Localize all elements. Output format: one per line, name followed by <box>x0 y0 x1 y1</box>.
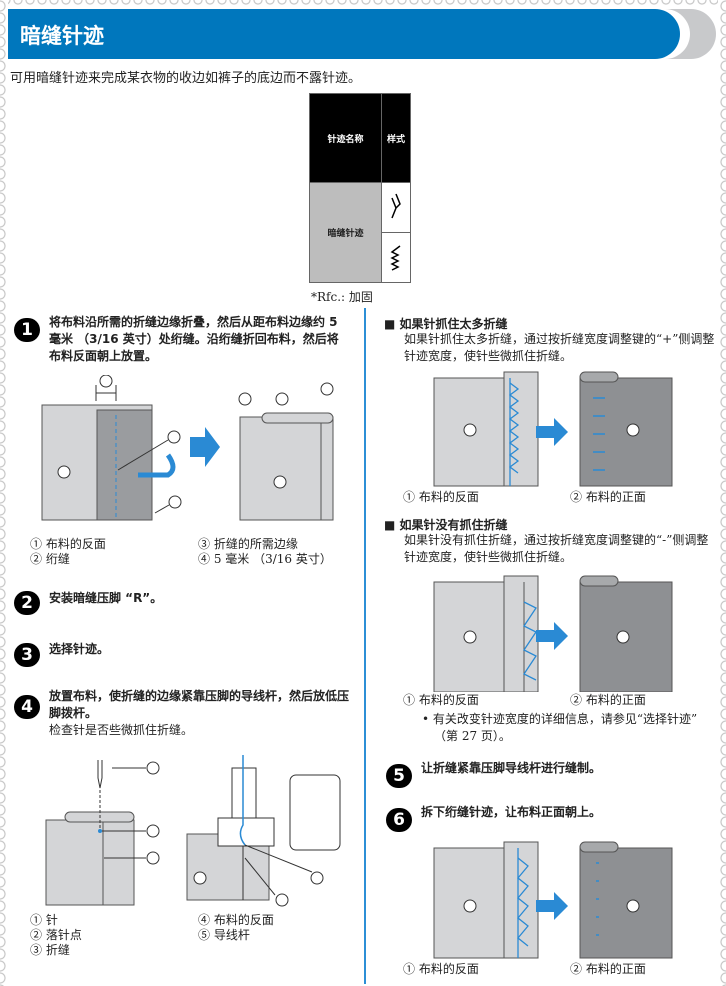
step-1-text: 将布料沿所需的折缝边缘折叠，然后从距布料边缘约 5 毫米 （3/16 英寸）处绗… <box>49 315 339 363</box>
table-header-name: 针迹名称 <box>309 93 382 183</box>
stitch-table: 针迹名称样式 暗缝针迹 <box>309 93 411 283</box>
table-header-style: 样式 <box>381 93 411 183</box>
page-border-right <box>718 0 726 986</box>
step-number-6: 6 <box>386 808 412 832</box>
fig1-legend-1: ① 布料的反面 <box>30 537 106 551</box>
too-little-legend-2: ② 布料的正面 <box>570 693 646 707</box>
fig4-legend-5: ⑤ 导线杆 <box>198 928 250 942</box>
column-divider <box>364 308 366 984</box>
too-much-heading: ■ 如果针抓住太多折缝 <box>384 317 508 331</box>
too-little-text: 如果针没有抓住折缝，通过按折缝宽度调整键的“-”侧调整针迹宽度，使针些微抓住折缝… <box>404 533 709 564</box>
too-much-legend-1: ① 布料的反面 <box>403 490 479 504</box>
too-much-legend-2: ② 布料的正面 <box>570 490 646 504</box>
step-number-5: 5 <box>386 764 412 788</box>
blind-stitch-elastic-icon <box>381 232 411 283</box>
fig4-legend-2: ② 落针点 <box>30 928 82 942</box>
step-4-subtext: 检查针是否些微抓住折缝。 <box>49 723 194 737</box>
step-number-4: 4 <box>14 695 40 719</box>
page-border-left <box>0 0 8 986</box>
too-little-heading: ■ 如果针没有抓住折缝 <box>384 518 508 532</box>
table-row-name: 暗缝针迹 <box>309 182 382 283</box>
step-2-text: 安装暗缝压脚 “R”。 <box>49 591 163 605</box>
fig1-legend-2: ② 绗缝 <box>30 552 70 566</box>
step-3-text: 选择针迹。 <box>49 642 110 656</box>
step-5-text: 让折缝紧靠压脚导线杆进行缝制。 <box>421 761 602 775</box>
fig4-legend-4: ④ 布料的反面 <box>198 913 274 927</box>
blind-stitch-icon <box>381 182 411 233</box>
width-note: • 有关改变针迹宽度的详细信息，请参见“选择针迹” （第 27 页）。 <box>422 712 698 743</box>
too-much-text: 如果针抓住太多折缝，通过按折缝宽度调整键的“+”侧调整针迹宽度，使针些微抓住折缝… <box>404 332 715 363</box>
needle-foot-diagram <box>45 755 341 907</box>
fig1-legend-3: ③ 折缝的所需边缘 <box>198 537 298 551</box>
page-border-top <box>0 0 726 6</box>
table-footnote: *Rfc.: 加固 <box>311 290 373 304</box>
step-number-1: 1 <box>14 318 40 342</box>
fold-diagram <box>41 375 334 521</box>
step-4-text: 放置布料，使折缝的边缘紧靠压脚的导线杆，然后放低压脚拨杆。 <box>49 689 350 720</box>
fig4-legend-3: ③ 折缝 <box>30 943 70 957</box>
page-title: 暗缝针迹 <box>8 9 680 59</box>
too-little-diagram <box>433 575 673 692</box>
fig1-legend-4: ④ 5 毫米 （3/16 英寸） <box>198 552 332 566</box>
fig4-legend-1: ① 针 <box>30 913 58 927</box>
too-little-legend-1: ① 布料的反面 <box>403 693 479 707</box>
step-number-3: 3 <box>14 643 40 667</box>
too-much-diagram <box>433 371 673 487</box>
step-6-text: 拆下绗缝针迹，让布料正面朝上。 <box>421 805 602 819</box>
fig6-legend-2: ② 布料的正面 <box>570 962 646 976</box>
step-number-2: 2 <box>14 591 40 615</box>
intro-text: 可用暗缝针迹来完成某衣物的收边如裤子的底边而不露针迹。 <box>10 71 362 86</box>
fig6-legend-1: ① 布料的反面 <box>403 962 479 976</box>
finished-diagram <box>433 841 673 959</box>
